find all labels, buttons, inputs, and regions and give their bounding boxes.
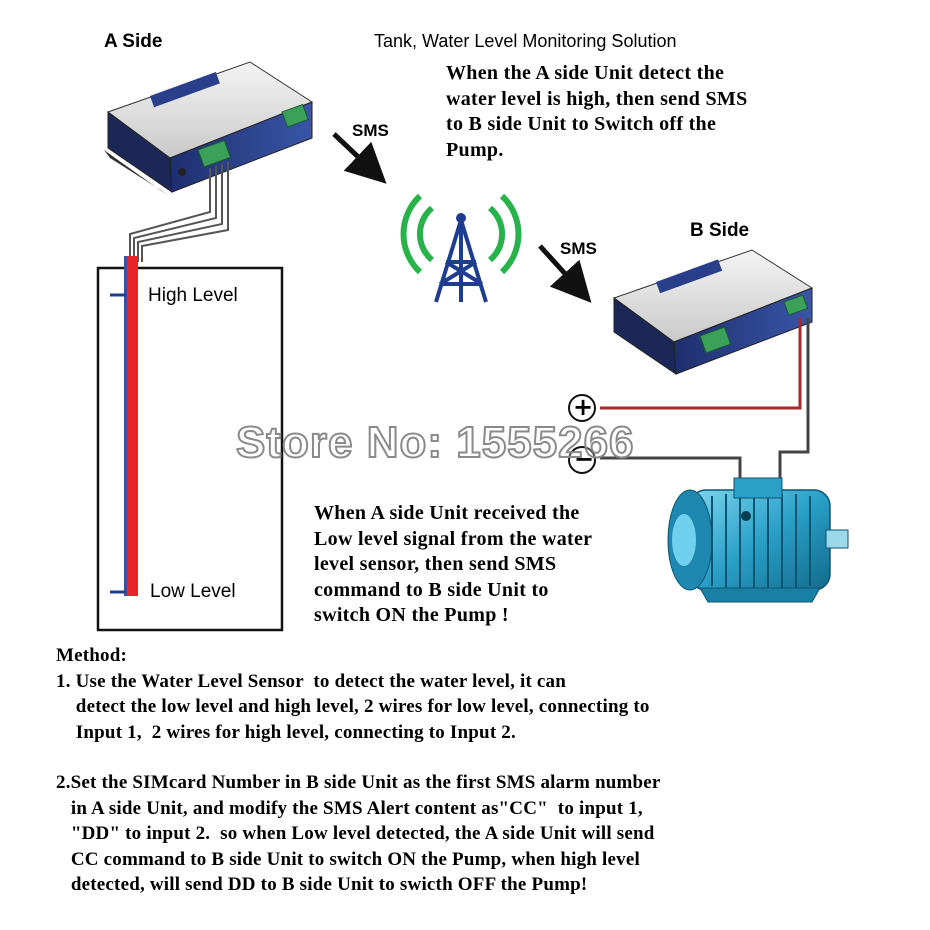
method-line: 2.Set the SIMcard Number in B side Unit … (56, 772, 661, 793)
store-watermark: Store No: 1555266 (235, 417, 635, 468)
minus-terminal-icon (568, 446, 596, 474)
high-level-label: High Level (148, 285, 238, 306)
middle-note: When A side Unit received the Low level … (314, 501, 592, 629)
top-note-line: water level is high, then send SMS (446, 87, 748, 110)
method-heading: Method: (56, 645, 128, 666)
a-side-label: A Side (104, 31, 163, 52)
sms-arrow-1 (332, 132, 387, 184)
middle-note-line: switch ON the Pump ! (314, 604, 509, 626)
method-line: detect the low level and high level, 2 w… (56, 696, 650, 717)
method-line: "DD" to input 2. so when Low level detec… (56, 823, 655, 844)
top-note-line: to B side Unit to Switch off the (446, 113, 717, 135)
middle-note-line: command to B side Unit to (314, 578, 549, 601)
method-line: in A side Unit, and modify the SMS Alert… (56, 797, 643, 819)
minus-sign: − (574, 445, 595, 473)
low-level-label: Low Level (150, 581, 236, 602)
middle-note-line: level sensor, then send SMS (314, 553, 557, 575)
level-sensor-rod (126, 256, 138, 596)
sms-arrow-2 (538, 244, 592, 303)
method-line: detected, will send DD to B side Unit to… (56, 874, 588, 895)
pump-motor-icon (667, 477, 849, 603)
middle-note-line: When A side Unit received the (314, 502, 580, 524)
method-line (56, 745, 661, 770)
middle-note-line: Low level signal from the water (314, 527, 593, 550)
a-side-unit (104, 61, 314, 196)
method-section: Method: 1. Use the Water Level Sensor to… (56, 643, 661, 898)
b-side-unit (612, 249, 814, 375)
plus-terminal-icon (568, 394, 596, 422)
sms-label-1: SMS (352, 121, 389, 140)
top-note-line: When the A side Unit detect the (446, 62, 725, 84)
sms-label-2: SMS (560, 239, 597, 258)
plus-sign: + (573, 393, 594, 421)
b-side-label: B Side (690, 220, 750, 241)
method-line: CC command to B side Unit to switch ON t… (56, 848, 640, 870)
top-note-line: Pump. (446, 138, 504, 161)
cell-tower-icon (400, 193, 522, 303)
diagram-title: Tank, Water Level Monitoring Solution (374, 31, 677, 51)
method-line: Input 1, 2 wires for high level, connect… (56, 721, 516, 743)
top-note: When the A side Unit detect the water le… (446, 61, 748, 163)
sensor-wires (129, 162, 229, 262)
method-line: 1. Use the Water Level Sensor to detect … (56, 670, 567, 692)
